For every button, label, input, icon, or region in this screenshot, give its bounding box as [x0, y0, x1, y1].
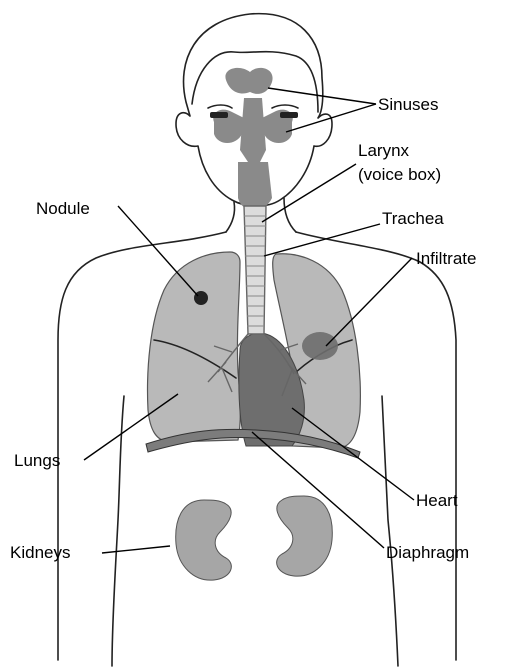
label-diaphragm: Diaphragm — [386, 543, 469, 562]
right-torso-side — [382, 396, 398, 666]
leader-sinuses-2 — [286, 104, 376, 132]
leader-nodule — [118, 206, 198, 296]
label-kidneys: Kidneys — [10, 543, 70, 562]
leader-kidneys — [102, 546, 170, 553]
larynx — [238, 162, 272, 210]
neck-left — [226, 202, 235, 232]
neck-right — [284, 198, 296, 232]
eye-left — [210, 112, 228, 118]
right-eyebrow — [272, 105, 298, 108]
leader-larynx — [262, 164, 356, 222]
label-heart: Heart — [416, 491, 458, 510]
label-larynx: Larynx — [358, 141, 410, 160]
frontal-sinus — [225, 68, 272, 94]
kidney-right — [277, 496, 333, 576]
lung-left — [148, 252, 241, 442]
label-nodule: Nodule — [36, 199, 90, 218]
kidney-left — [176, 500, 232, 580]
label-trachea: Trachea — [382, 209, 444, 228]
leader-trachea — [264, 224, 380, 256]
kidneys — [176, 496, 333, 580]
nasal-cavity — [240, 98, 266, 162]
sinuses — [210, 68, 298, 162]
label-lungs: Lungs — [14, 451, 60, 470]
infiltrate — [302, 332, 338, 360]
trachea-tube — [244, 206, 266, 334]
left-eyebrow — [208, 105, 232, 108]
label-voice-box: (voice box) — [358, 165, 441, 184]
label-sinuses: Sinuses — [378, 95, 438, 114]
eye-right — [280, 112, 298, 118]
label-infiltrate: Infiltrate — [416, 249, 476, 268]
